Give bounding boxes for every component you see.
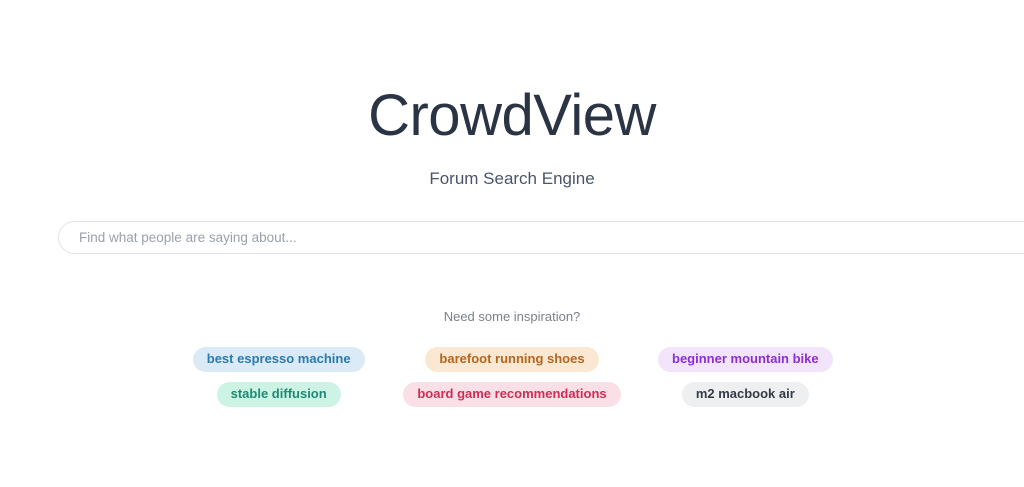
hero-section: CrowdView Forum Search Engine bbox=[0, 84, 1024, 190]
suggestion-chip[interactable]: beginner mountain bike bbox=[658, 347, 833, 372]
suggestion-chip-grid: best espresso machine barefoot running sh… bbox=[162, 342, 862, 412]
suggestion-chip[interactable]: barefoot running shoes bbox=[425, 347, 599, 372]
suggestion-chip[interactable]: stable diffusion bbox=[216, 382, 341, 407]
suggestions-heading: Need some inspiration? bbox=[443, 309, 581, 324]
brand-tagline: Forum Search Engine bbox=[429, 169, 595, 188]
search-input[interactable] bbox=[58, 221, 1024, 254]
suggestion-chip[interactable]: m2 macbook air bbox=[681, 382, 809, 407]
suggestions-section: Need some inspiration? best espresso mac… bbox=[0, 308, 1024, 412]
suggestion-chip[interactable]: board game recommendations bbox=[403, 382, 621, 407]
search-bar bbox=[58, 221, 1024, 254]
suggestion-chip[interactable]: best espresso machine bbox=[192, 347, 365, 372]
page-title: CrowdView bbox=[368, 83, 656, 148]
